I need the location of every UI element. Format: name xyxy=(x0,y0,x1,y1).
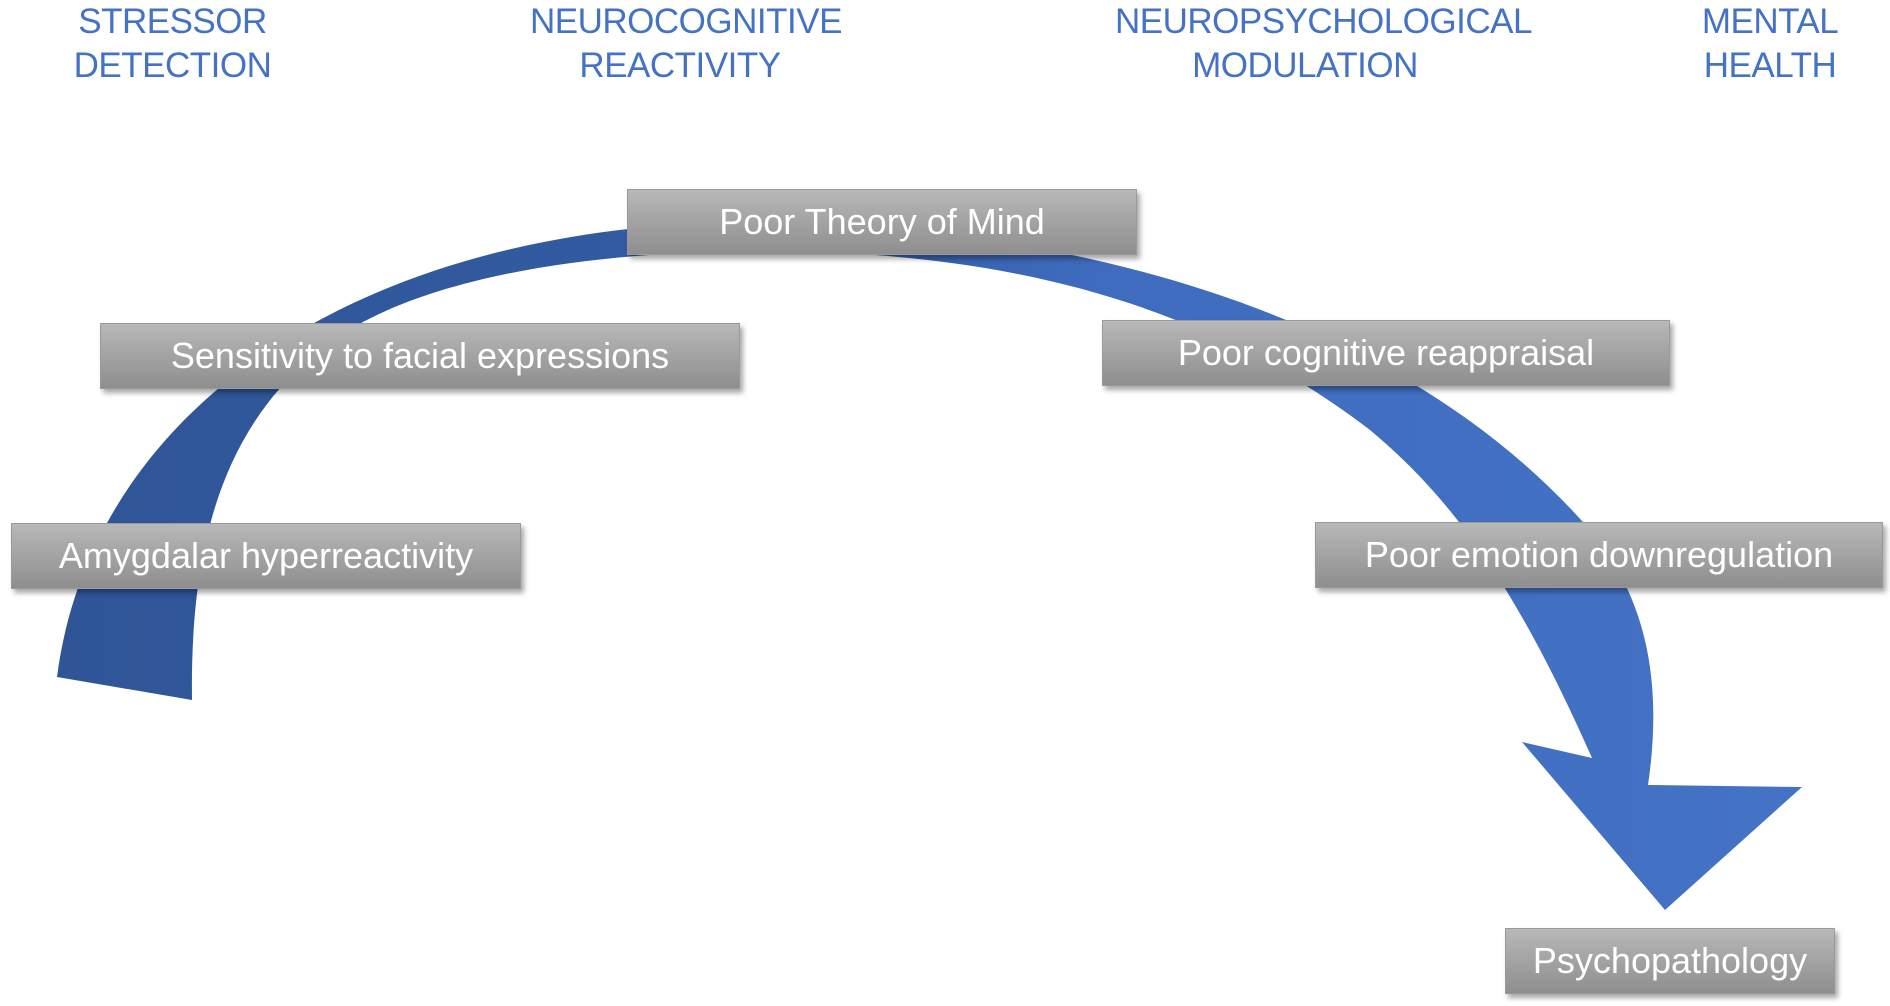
box-poor-cognitive-reappraisal: Poor cognitive reappraisal xyxy=(1102,320,1670,386)
box-label: Poor Theory of Mind xyxy=(719,201,1045,242)
header-neurocognitive-reactivity: NEUROCOGNITIVE REACTIVITY xyxy=(530,0,842,88)
box-label: Psychopathology xyxy=(1532,940,1808,981)
header-line: STRESSOR xyxy=(78,2,267,41)
curved-arrow-shape xyxy=(57,221,1802,911)
box-poor-theory-of-mind: Poor Theory of Mind xyxy=(627,189,1137,255)
box-sensitivity-facial-expressions: Sensitivity to facial expressions xyxy=(100,323,740,389)
header-stressor-detection: STRESSOR DETECTION xyxy=(60,0,285,88)
header-line: NEUROCOGNITIVE xyxy=(530,2,842,41)
header-line: REACTIVITY xyxy=(579,46,781,85)
header-neuropsychological-modulation: NEUROPSYCHOLOGICAL MODULATION xyxy=(1115,0,1532,88)
header-line: DETECTION xyxy=(73,46,272,85)
header-line: MENTAL xyxy=(1701,2,1839,41)
box-label: Poor cognitive reappraisal xyxy=(1177,332,1595,373)
box-label: Poor emotion downregulation xyxy=(1364,534,1834,575)
box-label: Amygdalar hyperreactivity xyxy=(58,535,474,576)
box-psychopathology: Psychopathology xyxy=(1505,928,1835,994)
header-line: MODULATION xyxy=(1192,46,1418,85)
box-label: Sensitivity to facial expressions xyxy=(170,335,670,376)
header-mental-health: MENTAL HEALTH xyxy=(1690,0,1850,88)
box-amygdalar-hyperreactivity: Amygdalar hyperreactivity xyxy=(11,523,521,589)
box-poor-emotion-downregulation: Poor emotion downregulation xyxy=(1315,522,1883,588)
header-line: NEUROPSYCHOLOGICAL xyxy=(1115,2,1532,41)
header-line: HEALTH xyxy=(1703,46,1837,85)
